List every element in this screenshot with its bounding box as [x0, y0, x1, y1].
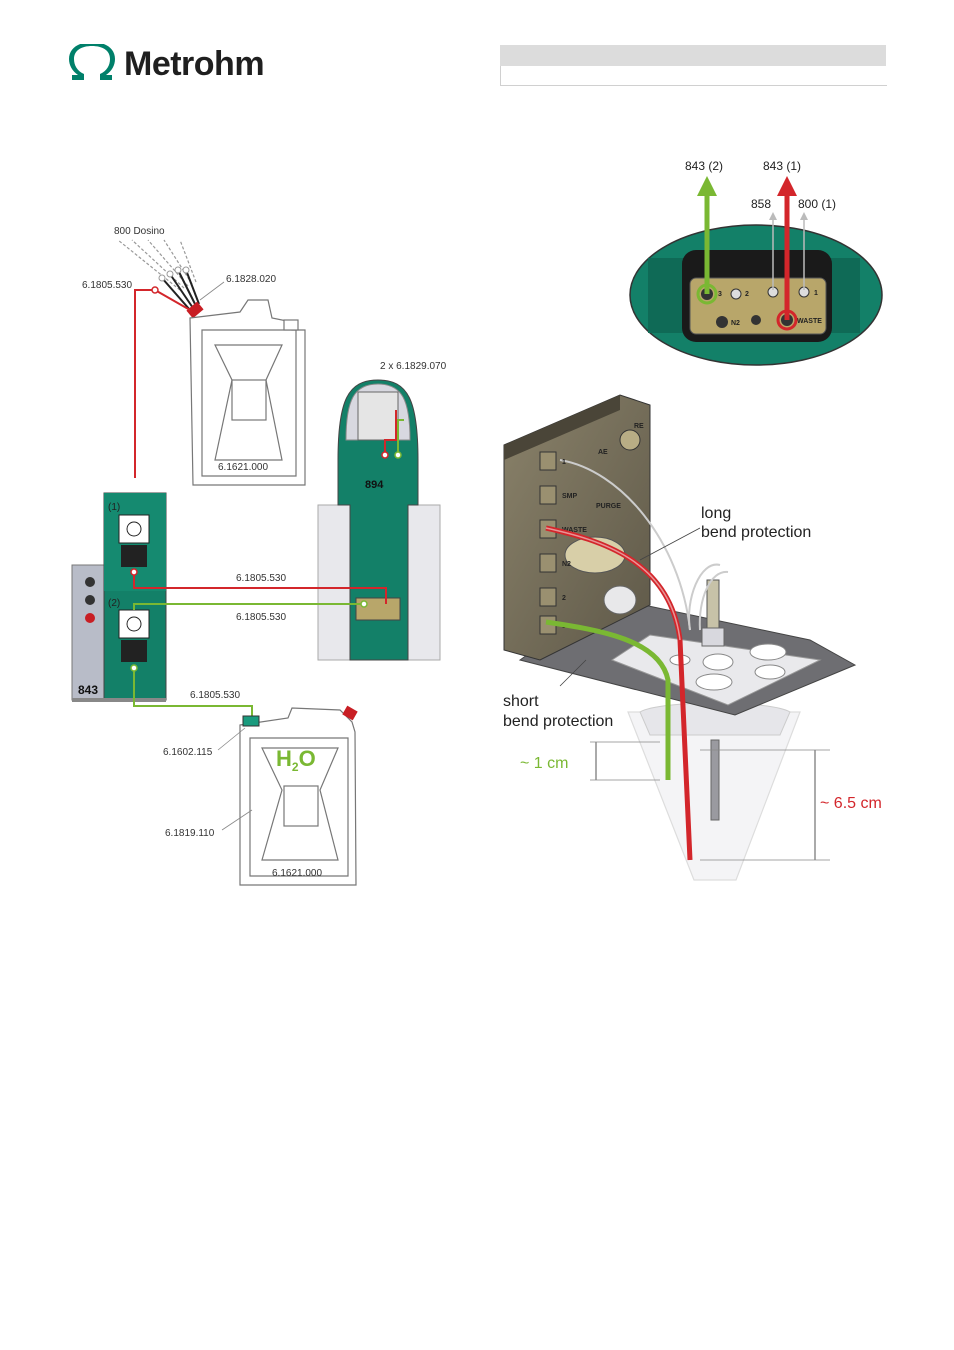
omega-logo-icon	[69, 44, 115, 80]
svg-text:1: 1	[562, 459, 566, 466]
port-800-label: 800 (1)	[798, 197, 836, 211]
dosino-label: 800 Dosino	[114, 226, 165, 237]
red-tube-843-894	[133, 572, 387, 604]
tube-bottom-label: 6.1805.530	[190, 690, 240, 701]
water-label: H2O	[276, 746, 316, 774]
arrow-green-label: 843 (2)	[685, 159, 723, 173]
canister-top-label: 6.1621.000	[218, 462, 268, 473]
arrow-red-label: 843 (1)	[763, 159, 801, 173]
stand-894	[317, 379, 441, 661]
pump-port-1: (1)	[108, 502, 120, 513]
tube-bundle	[161, 269, 200, 311]
svg-text:WASTE: WASTE	[562, 527, 587, 534]
adapter-red	[186, 301, 204, 319]
long-label-1: long	[701, 505, 731, 522]
svg-text:RE: RE	[634, 423, 644, 430]
depth-short-label: ~ 1 cm	[520, 755, 568, 772]
adapter-label: 6.1828.020	[226, 274, 276, 285]
svg-text:WASTE: WASTE	[797, 318, 822, 325]
cap-green	[242, 715, 260, 727]
svg-text:3: 3	[718, 291, 722, 298]
short-green-tube	[545, 619, 671, 780]
canister-bottom	[239, 707, 357, 886]
pump-port-2: (2)	[108, 598, 120, 609]
svg-text:2: 2	[562, 595, 566, 602]
metrohm-logo: Metrohm	[68, 44, 265, 84]
green-tube-843-894	[133, 603, 364, 610]
cap-label: 6.1602.115	[163, 747, 213, 758]
stand-label: 894	[365, 479, 384, 491]
svg-text:1: 1	[814, 290, 818, 297]
pump-label: 843	[78, 683, 98, 697]
svg-text:N2: N2	[731, 320, 740, 327]
svg-text:SMP: SMP	[562, 493, 578, 500]
titration-head	[503, 394, 857, 881]
svg-text:AE: AE	[598, 449, 608, 456]
port-858-label: 858	[751, 197, 771, 211]
tube-top-left-label: 6.1805.530	[82, 280, 132, 291]
bundle-rings	[158, 266, 190, 282]
long-label-2: bend protection	[701, 524, 811, 541]
depth-long-label: ~ 6.5 cm	[820, 795, 882, 812]
short-label-2: bend protection	[503, 713, 613, 730]
port-closeup	[629, 224, 883, 366]
header-subbar	[500, 66, 887, 86]
svg-text:N2: N2	[562, 561, 571, 568]
port-labels: 3 2 1 N2 WASTE	[718, 290, 822, 327]
red-tube-top	[134, 289, 191, 478]
svg-text:2: 2	[745, 291, 749, 298]
cap-red	[342, 705, 358, 721]
short-label-1: short	[503, 693, 539, 710]
svg-text:PURGE: PURGE	[596, 503, 621, 510]
cable-label: 2 x 6.1829.070	[380, 361, 447, 372]
canister-top	[189, 299, 306, 486]
brand-name: Metrohm	[124, 45, 265, 83]
aspiration-label: 6.1819.110	[165, 828, 215, 839]
tube-green-label: 6.1805.530	[236, 612, 286, 623]
header-bar	[500, 45, 886, 66]
tube-red-label: 6.1805.530	[236, 573, 286, 584]
canister-bottom-label: 6.1621.000	[272, 868, 322, 879]
